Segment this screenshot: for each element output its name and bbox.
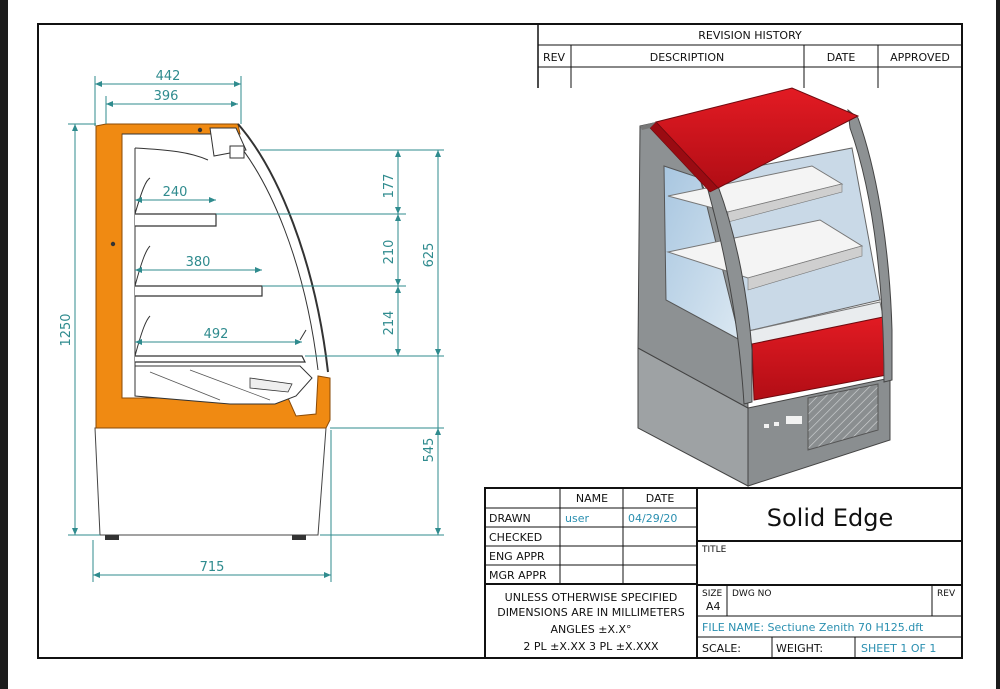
isometric-3d-view xyxy=(637,87,893,487)
dim-442: 442 xyxy=(156,69,181,84)
rev-column-header: REV xyxy=(543,51,566,64)
drawn-label: DRAWN xyxy=(489,512,531,525)
sheet-number: SHEET 1 OF 1 xyxy=(861,642,936,655)
dim-625: 625 xyxy=(422,243,437,268)
note-line-1: UNLESS OTHERWISE SPECIFIED xyxy=(505,591,678,604)
title-block-name-header: NAME xyxy=(576,492,608,505)
dim-396: 396 xyxy=(154,89,179,104)
company-name: Solid Edge xyxy=(767,504,894,532)
revision-history-table: REVISION HISTORY REV DESCRIPTION DATE AP… xyxy=(537,24,962,88)
file-name: FILE NAME: Sectiune Zenith 70 H125.dft xyxy=(702,621,924,634)
note-line-4: 2 PL ±X.XX 3 PL ±X.XXX xyxy=(523,640,659,653)
approved-column-header: APPROVED xyxy=(890,51,950,64)
description-column-header: DESCRIPTION xyxy=(650,51,724,64)
dim-492: 492 xyxy=(204,327,229,342)
dim-214: 214 xyxy=(382,311,397,336)
orange-frame xyxy=(95,123,331,429)
dim-715: 715 xyxy=(200,560,225,575)
checked-label: CHECKED xyxy=(489,531,542,544)
title-label: TITLE xyxy=(701,545,727,555)
dim-545: 545 xyxy=(422,438,437,463)
date-column-header: DATE xyxy=(827,51,856,64)
eng-appr-label: ENG APPR xyxy=(489,550,545,563)
title-block-date-header: DATE xyxy=(646,492,675,505)
dim-240: 240 xyxy=(163,185,188,200)
dim-210: 210 xyxy=(382,240,397,265)
screen-edge-left xyxy=(0,0,8,689)
size-label: SIZE xyxy=(702,589,723,599)
weight-label: WEIGHT: xyxy=(776,642,823,655)
drawn-name: user xyxy=(565,512,589,525)
note-line-2: DIMENSIONS ARE IN MILLIMETERS xyxy=(497,606,685,619)
rev-label: REV xyxy=(937,589,956,599)
dwg-no-label: DWG NO xyxy=(732,589,771,599)
mgr-appr-label: MGR APPR xyxy=(489,569,547,582)
drawn-date: 04/29/20 xyxy=(628,512,677,525)
scale-label: SCALE: xyxy=(702,642,741,655)
dim-177: 177 xyxy=(382,174,397,199)
side-section-view: 442 396 240 380 492 177 210 214 625 545 … xyxy=(59,69,444,582)
revision-history-title: REVISION HISTORY xyxy=(698,29,802,42)
title-block: NAME DATE DRAWN user 04/29/20 CHECKED EN… xyxy=(484,487,963,659)
size-value: A4 xyxy=(706,600,721,613)
dim-380: 380 xyxy=(186,255,211,270)
note-line-3: ANGLES ±X.X° xyxy=(550,623,631,636)
screen-edge-right xyxy=(996,0,1000,689)
dim-1250: 1250 xyxy=(59,313,74,346)
